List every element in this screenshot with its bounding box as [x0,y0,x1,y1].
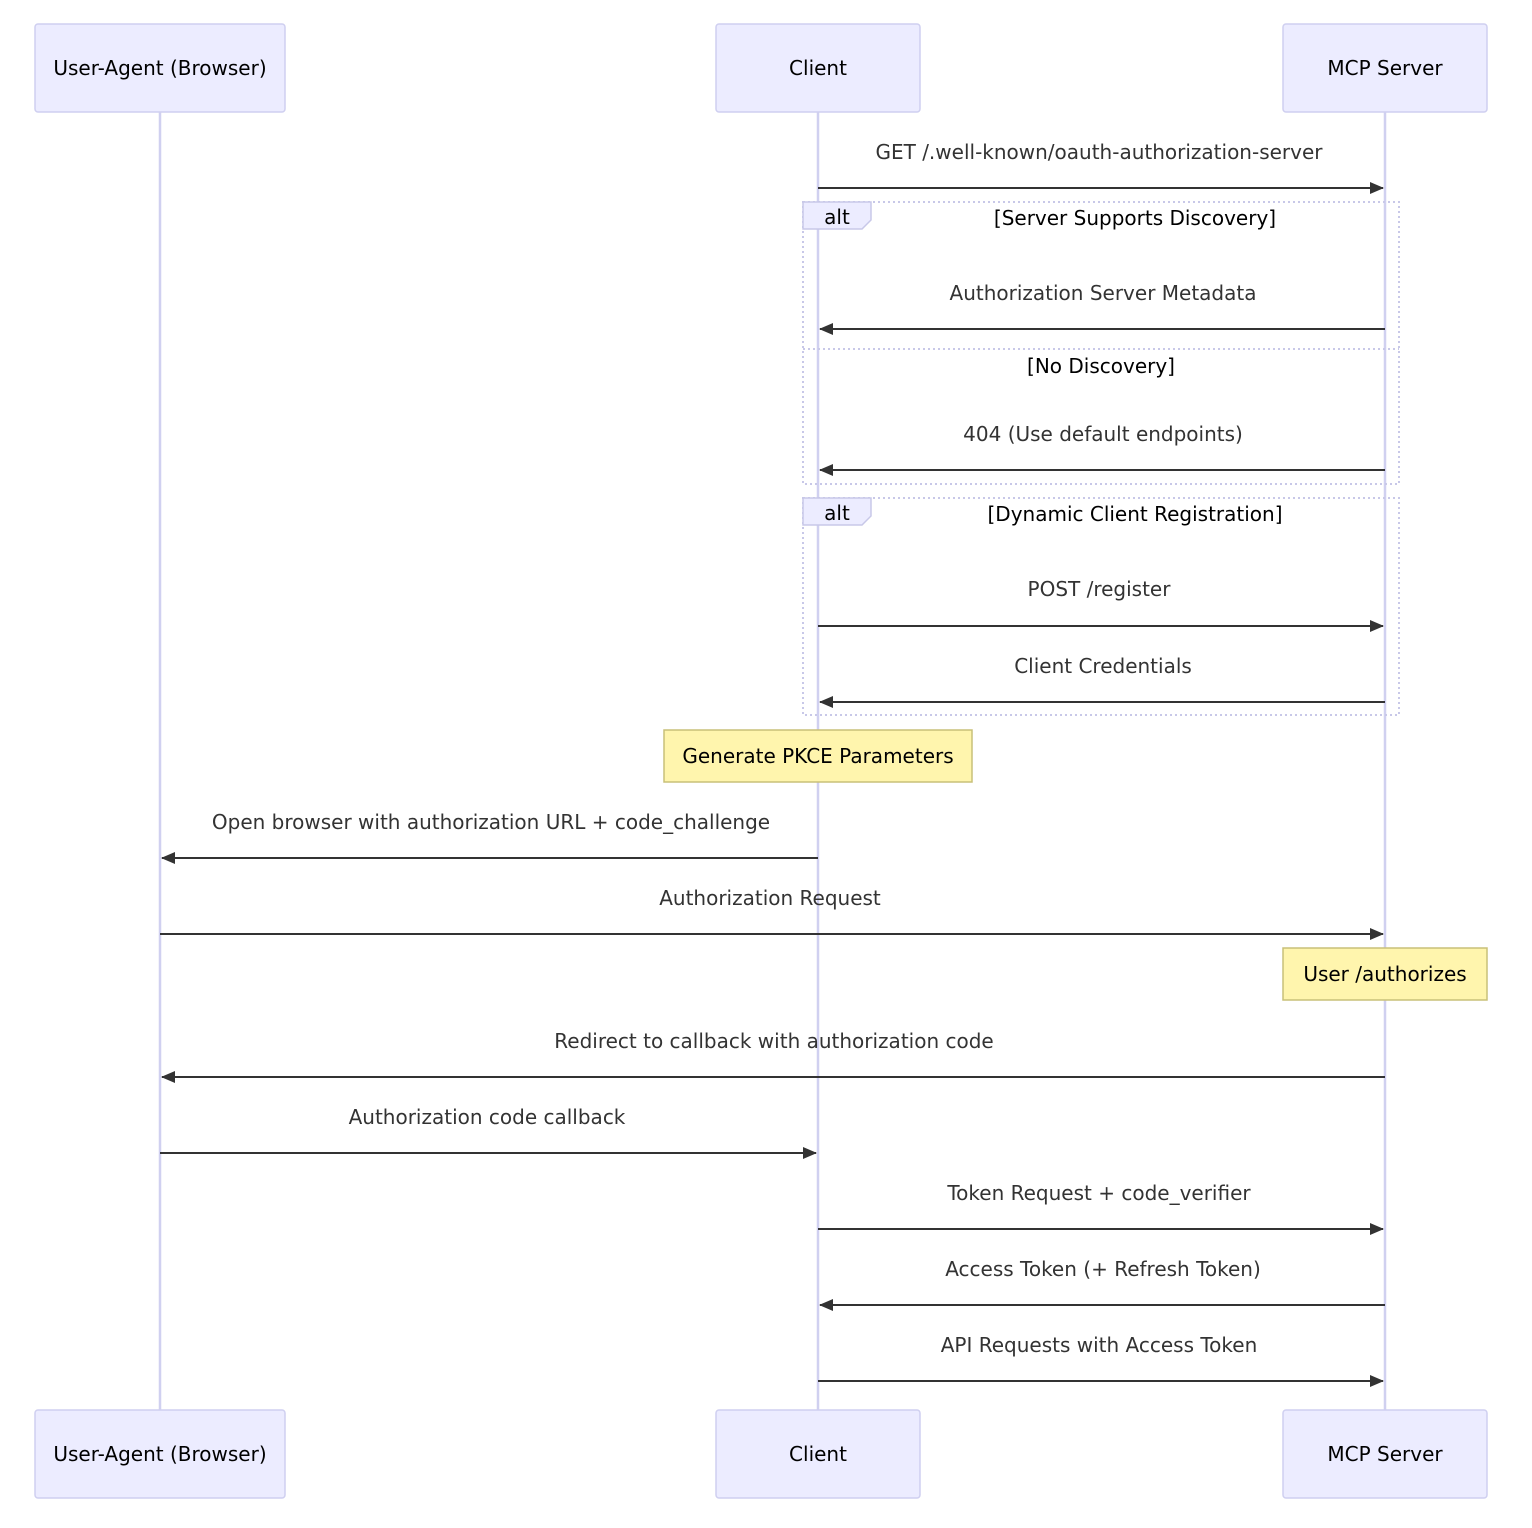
message-client-credentials: Client Credentials [819,654,1385,708]
actor-user-agent-label: User-Agent (Browser) [53,1442,266,1466]
alt-condition-label: [Dynamic Client Registration] [987,502,1282,526]
actor-mcp-server-label: MCP Server [1327,56,1443,80]
alt-tab-discovery [802,201,872,230]
alt-keyword: alt [824,501,850,525]
note-label: User /authorizes [1303,962,1466,986]
actor-mcp-server-bottom: MCP Server [1282,1409,1488,1499]
message-open-browser: Open browser with authorization URL + co… [161,810,818,864]
alt-frame-registration [802,497,1400,716]
alt-keyword: alt [824,205,850,229]
alt-condition-label: [No Discovery] [1027,354,1175,378]
message-label: Access Token (+ Refresh Token) [945,1257,1261,1281]
message-label: Open browser with authorization URL + co… [212,810,770,834]
actor-user-agent-bottom: User-Agent (Browser) [34,1409,286,1499]
message-register: POST /register [818,577,1384,632]
note-label: Generate PKCE Parameters [682,744,953,768]
message-label: Redirect to callback with authorization … [554,1029,993,1053]
message-label: API Requests with Access Token [941,1333,1258,1357]
alt-block-registration: alt [Dynamic Client Registration] [802,497,1400,716]
alt-tab-registration [802,497,872,526]
message-label: Client Credentials [1014,654,1192,678]
alt-condition-label: [Server Supports Discovery] [994,206,1276,230]
message-label: POST /register [1028,577,1172,601]
message-label: Token Request + code_verifier [946,1181,1251,1205]
actor-user-agent-label: User-Agent (Browser) [53,56,266,80]
message-api-requests: API Requests with Access Token [818,1333,1384,1387]
message-label: GET /.well-known/oauth-authorization-ser… [875,140,1323,164]
actor-mcp-server-top: MCP Server [1282,23,1488,113]
message-authorization-request: Authorization Request [160,886,1384,940]
message-label: Authorization code callback [349,1105,626,1129]
note-user-authorizes: User /authorizes [1282,947,1488,1001]
note-generate-pkce: Generate PKCE Parameters [663,729,973,783]
actor-client-label: Client [789,1442,847,1466]
alt-frame-discovery [802,201,1400,485]
message-404: 404 (Use default endpoints) [819,422,1385,476]
message-label: Authorization Request [659,886,881,910]
message-well-known: GET /.well-known/oauth-authorization-ser… [818,140,1384,194]
actor-mcp-server-label: MCP Server [1327,1442,1443,1466]
alt-block-discovery: alt [Server Supports Discovery] [No Disc… [802,201,1400,485]
message-metadata: Authorization Server Metadata [819,281,1385,335]
actor-client-top: Client [715,23,921,113]
actor-client-bottom: Client [715,1409,921,1499]
message-label: 404 (Use default endpoints) [963,422,1243,446]
message-code-callback: Authorization code callback [160,1105,817,1159]
message-label: Authorization Server Metadata [950,281,1257,305]
message-token-request: Token Request + code_verifier [818,1181,1384,1235]
actor-user-agent-top: User-Agent (Browser) [34,23,286,113]
actor-client-label: Client [789,56,847,80]
message-access-token: Access Token (+ Refresh Token) [819,1257,1385,1311]
message-redirect-callback: Redirect to callback with authorization … [161,1029,1385,1083]
